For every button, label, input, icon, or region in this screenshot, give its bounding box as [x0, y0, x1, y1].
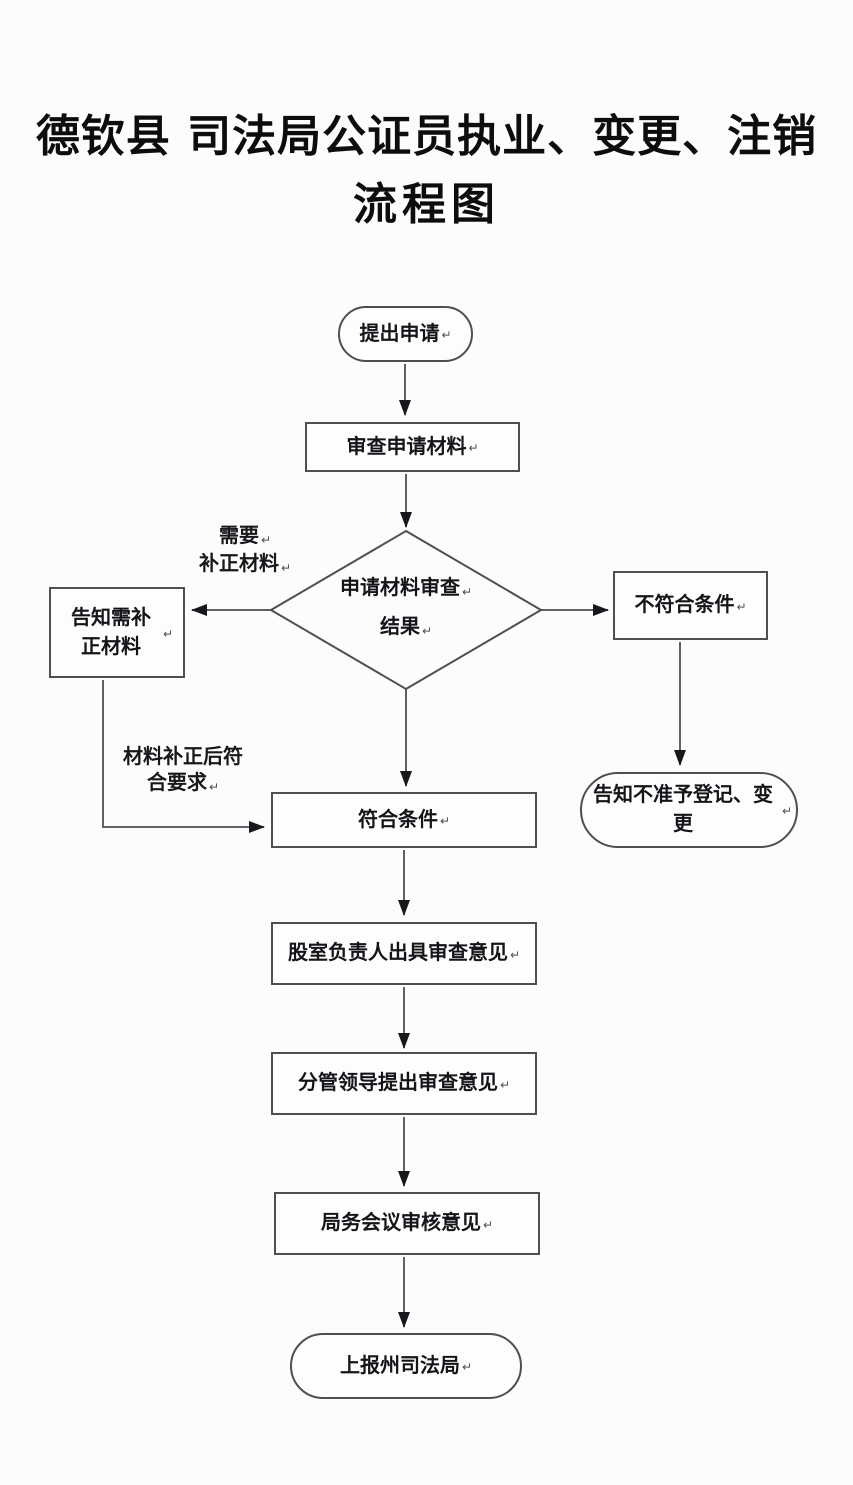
- bureau-meeting-node: 局务会议审核意见↵: [274, 1192, 540, 1255]
- return-mark: ↵: [260, 533, 272, 547]
- not-qualified-label: 不符合条件: [634, 594, 735, 616]
- return-mark: ↵: [441, 328, 452, 343]
- return-mark: ↵: [499, 1077, 511, 1092]
- leader-opinion-label: 分管领导提出审查意见: [297, 1072, 498, 1094]
- notify-supplement-node: 告知需补正材料 ↵: [49, 587, 185, 678]
- return-mark: ↵: [509, 947, 521, 962]
- return-mark: ↵: [421, 624, 433, 638]
- section-opinion-label: 股室负责人出具审查意见: [287, 942, 508, 964]
- decision-line2: 结果↵: [379, 616, 433, 638]
- return-mark: ↵: [736, 599, 747, 614]
- start-node-label: 提出申请: [359, 322, 440, 345]
- report-label: 上报州司法局: [339, 1354, 460, 1377]
- bureau-meeting-label: 局务会议审核意见: [320, 1212, 481, 1234]
- qualified-node: 符合条件↵: [271, 792, 537, 848]
- return-mark: ↵: [781, 804, 792, 819]
- need-supplement-line2: 补正材料↵: [198, 553, 292, 575]
- notify-rejection-label: 告知不准予登记、变更: [592, 784, 773, 835]
- return-mark: ↵: [208, 780, 220, 794]
- arrow-supplement-to-qualified-elbow: [102, 680, 265, 833]
- return-mark: ↵: [439, 814, 451, 829]
- return-mark: ↵: [482, 1217, 494, 1232]
- decision-diamond-shape: [269, 529, 543, 691]
- page-title-line2: 流程图: [353, 179, 500, 230]
- leader-opinion-node: 分管领导提出审查意见↵: [271, 1052, 537, 1115]
- qualified-label: 符合条件: [357, 808, 438, 831]
- return-mark: ↵: [280, 561, 292, 575]
- notify-rejection-node: 告知不准予登记、变更 ↵: [580, 772, 798, 848]
- notify-supplement-label: 告知需补正材料: [70, 606, 151, 658]
- return-mark: ↵: [461, 585, 473, 599]
- decision-line1: 申请材料审查↵: [339, 577, 473, 599]
- review-materials-label: 审查申请材料: [346, 435, 467, 458]
- return-mark: ↵: [468, 441, 479, 456]
- edge-label-after-supplement: 材料补正后符合要求↵: [118, 744, 248, 798]
- report-node: 上报州司法局↵: [290, 1333, 522, 1399]
- return-mark: ↵: [461, 1360, 473, 1375]
- review-materials-node: 审查申请材料↵: [305, 422, 520, 472]
- after-supplement-text: 材料补正后符合要求: [123, 746, 243, 794]
- edge-label-need-supplement: 需要↵ 补正材料↵: [180, 523, 310, 579]
- return-mark: ↵: [162, 626, 173, 641]
- not-qualified-node: 不符合条件↵: [613, 571, 768, 640]
- section-opinion-node: 股室负责人出具审查意见↵: [271, 922, 537, 985]
- start-node: 提出申请↵: [338, 306, 473, 362]
- need-supplement-line1: 需要↵: [218, 525, 272, 547]
- decision-node-text: 申请材料审查↵ 结果↵: [306, 570, 506, 648]
- page-title-line1: 德钦县 司法局公证员执业、变更、注销: [35, 111, 818, 162]
